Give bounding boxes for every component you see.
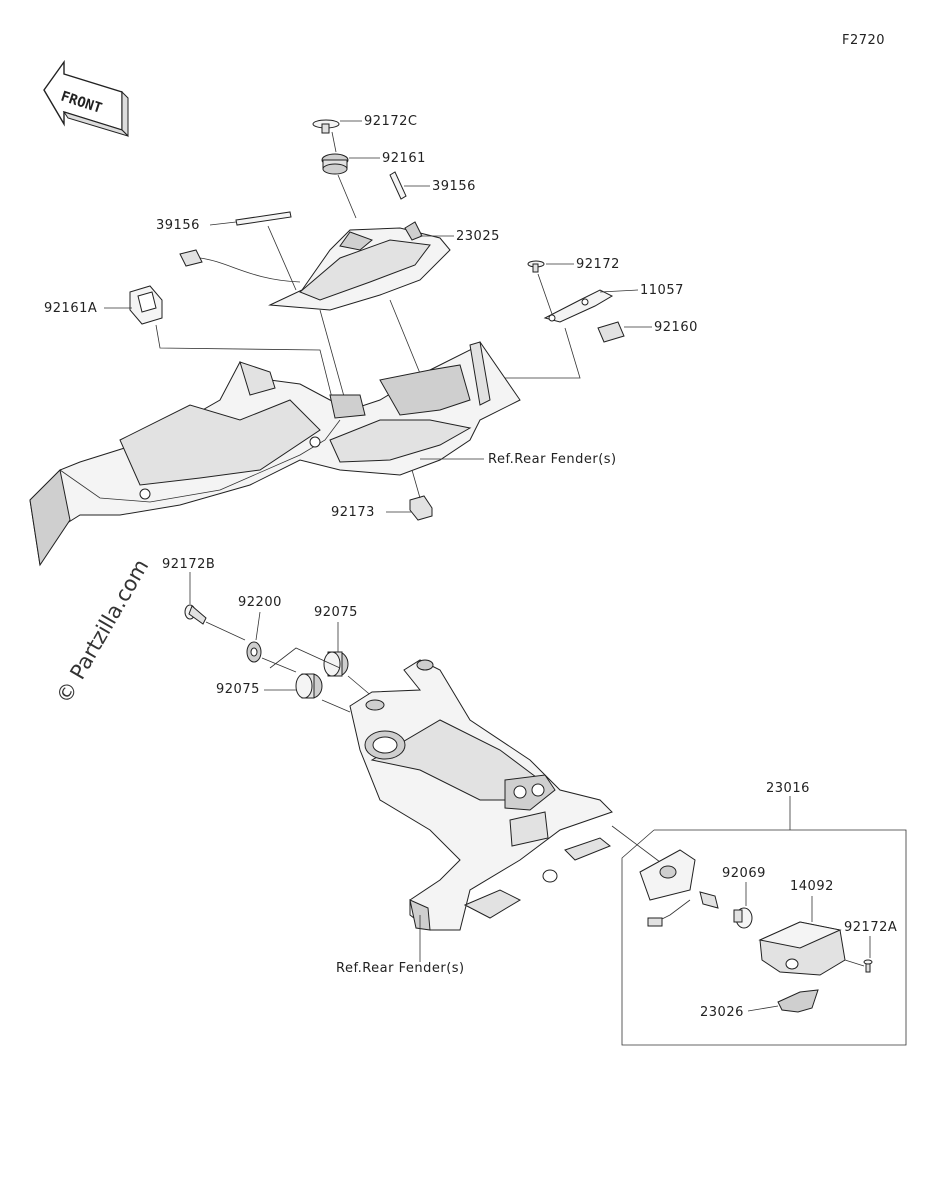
rear-fender-inner [29,341,521,567]
ref-rear-fender-top: Ref.Rear Fender(s) [488,452,617,467]
label-39156-left: 39156 [156,218,200,233]
washer-92200 [246,641,262,663]
label-92161: 92161 [382,151,426,166]
label-92172b: 92172B [162,557,215,572]
label-92160: 92160 [654,320,698,335]
label-11057: 11057 [640,283,684,298]
bulb-92069 [733,907,753,929]
lens-cover-14092 [758,921,846,976]
pad-92160 [597,321,625,343]
strip-39156-left [235,211,292,226]
label-92172c: 92172C [364,114,417,129]
ref-rear-fender-bottom: Ref.Rear Fender(s) [336,961,465,976]
screw-92172 [527,260,545,273]
label-39156-right: 39156 [432,179,476,194]
label-92172: 92172 [576,257,620,272]
watermark: © Partzilla.com [52,555,154,707]
bush-92075-bottom [295,673,323,699]
lamp-socket [639,849,719,927]
harness-23025 [179,221,451,311]
bracket-11057 [543,289,614,323]
grommet-92161 [321,153,349,175]
license-plate-bracket [349,659,613,931]
label-92161a: 92161A [44,301,97,316]
label-92075-bottom: 92075 [216,682,260,697]
screw-92172c [312,119,340,134]
front-arrow-icon: FRONT [43,59,129,138]
label-14092: 14092 [790,879,834,894]
bolt-92172b [184,604,207,625]
bush-92075-top [323,651,349,677]
lamp-assembly-box [621,796,907,1046]
label-92173: 92173 [331,505,375,520]
label-92075-top: 92075 [314,605,358,620]
clip-92173 [409,495,433,521]
reflector-23026 [777,989,819,1013]
screw-92172a [863,959,873,973]
grommet-92161a [129,285,163,325]
label-92200: 92200 [238,595,282,610]
diagram-code: F2720 [842,33,885,48]
strip-39156-right [389,171,407,200]
label-23025: 23025 [456,229,500,244]
label-23016: 23016 [766,781,810,796]
label-92069: 92069 [722,866,766,881]
label-23026: 23026 [700,1005,744,1020]
label-92172a: 92172A [844,920,897,935]
